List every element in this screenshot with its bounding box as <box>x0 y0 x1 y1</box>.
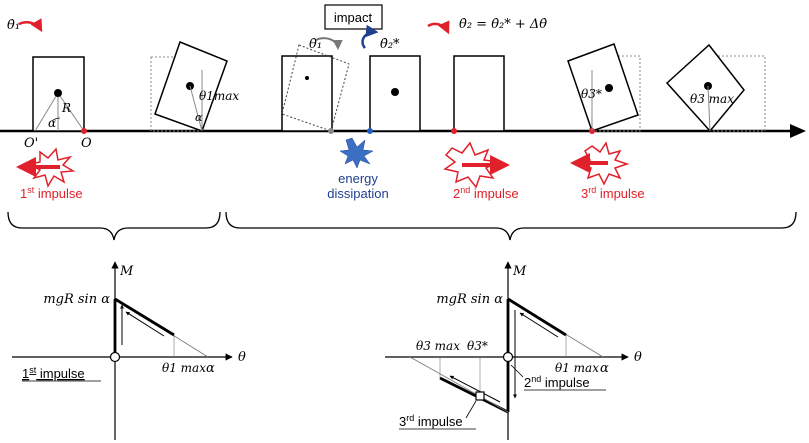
energy-label-line2: dissipation <box>327 186 388 201</box>
plot-left-axis-x-label: θ <box>238 350 246 365</box>
plot-left-theta-1max-label: θ1 max <box>162 361 206 375</box>
radius-label: R <box>61 101 71 115</box>
block-5-tilted: θ3 max <box>665 43 766 133</box>
block-2-tilted: θ1max α <box>150 41 239 132</box>
theta-3-star-label-top: θ3* <box>581 87 602 101</box>
plot-left-axis-y-label: M <box>119 264 134 279</box>
plot-right-theta-3max-label: θ3 max <box>416 339 460 353</box>
impulse-3: 3rd impulse <box>570 141 645 201</box>
block-1-upright: R α O' O θ̇₁ <box>7 18 92 151</box>
pivot-O-prime-label: O' <box>24 136 38 151</box>
plot-right-axis-x-label: θ <box>634 350 642 365</box>
plot-left-y-label: mgR sin α <box>43 292 110 307</box>
impact-group: impact θ̇₁ θ̇₂* energy dissipation <box>281 4 421 201</box>
alpha-label-block2: α <box>195 111 203 124</box>
impulse-1-label: 1st impulse <box>20 185 83 201</box>
brace-left <box>7 211 221 241</box>
impulse-2: 2nd impulse <box>443 141 519 201</box>
plot-right-impulse3-label: 3rd impulse <box>399 413 463 429</box>
block-4-tilted: θ3* <box>567 43 641 134</box>
plot-right-impulse2-label: 2nd impulse <box>524 374 590 390</box>
theta-dot-1-impact-label: θ̇₁ <box>309 37 322 52</box>
plot-left-impulse-label: 1st impulse <box>22 365 85 381</box>
theta-dot-2-star-label: θ̇₂* <box>380 37 400 52</box>
energy-burst-icon <box>339 137 374 169</box>
pivot-O-label: O <box>81 136 92 151</box>
impulse-3-label: 3rd impulse <box>581 185 645 201</box>
plot-right-alpha-label: α <box>600 361 609 376</box>
plot-right-theta-3-star-label: θ3* <box>467 339 488 353</box>
impulse-1: 1st impulse <box>16 147 83 201</box>
plot-right: M θ mgR sin α θ3 max θ3* θ1 max α 2nd im… <box>385 261 642 440</box>
theta-dot-1-label: θ̇₁ <box>7 18 20 33</box>
theta-dot-2-eq-label: θ̇₂ = θ̇₂* + Δθ̇ <box>459 17 547 32</box>
plot-left-alpha-label: α <box>206 361 215 376</box>
impulse-2-label: 2nd impulse <box>453 185 519 201</box>
theta-1max-label-top: θ1max <box>199 89 239 103</box>
theta-3max-label-top: θ3 max <box>690 92 734 106</box>
energy-label-line1: energy <box>338 171 378 186</box>
impact-label: impact <box>334 10 373 25</box>
plot-left: M θ mgR sin α θ1 max α 1st impulse <box>12 261 246 440</box>
alpha-label-block1: α <box>48 116 56 130</box>
block-3-upright: θ̇₂ = θ̇₂* + Δθ̇ <box>427 17 547 134</box>
plot-right-theta-1max-label: θ1 max <box>555 361 599 375</box>
plot-right-y-label: mgR sin α <box>436 292 503 307</box>
brace-right <box>225 211 797 241</box>
plot-right-axis-y-label: M <box>512 264 527 279</box>
